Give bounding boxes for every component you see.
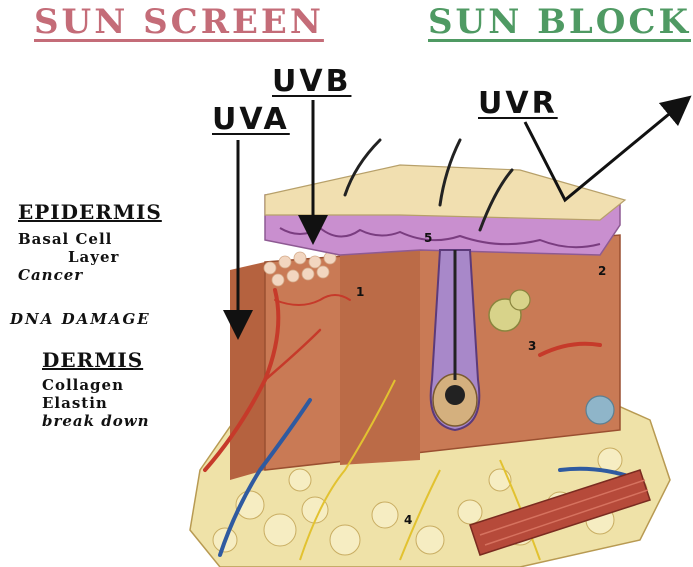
epidermis-section: EPIDERMIS Basal Cell Layer Cancer	[18, 200, 162, 284]
marker-2: 2	[598, 264, 606, 278]
dermis-line-2: Elastin	[42, 394, 150, 412]
marker-5: 5	[424, 231, 432, 245]
dermis-title: DERMIS	[42, 348, 150, 372]
dermis-section: DERMIS Collagen Elastin break down	[42, 348, 150, 430]
epidermis-title: EPIDERMIS	[18, 200, 162, 224]
dna-damage-label: DNA DAMAGE	[10, 310, 151, 328]
dermis-line-3: break down	[42, 412, 150, 430]
dermis-line-1: Collagen	[42, 376, 150, 394]
marker-1: 1	[356, 285, 364, 299]
epidermis-line-2: Layer	[18, 248, 162, 266]
epidermis-line-1: Basal Cell	[18, 230, 162, 248]
marker-3: 3	[528, 339, 536, 353]
uvr-label: UVR	[478, 86, 558, 121]
epidermis-line-3: Cancer	[18, 266, 162, 284]
uva-label: UVA	[212, 102, 290, 137]
marker-4: 4	[404, 513, 412, 527]
uvb-label: UVB	[272, 64, 351, 99]
hair-follicle	[431, 250, 480, 430]
